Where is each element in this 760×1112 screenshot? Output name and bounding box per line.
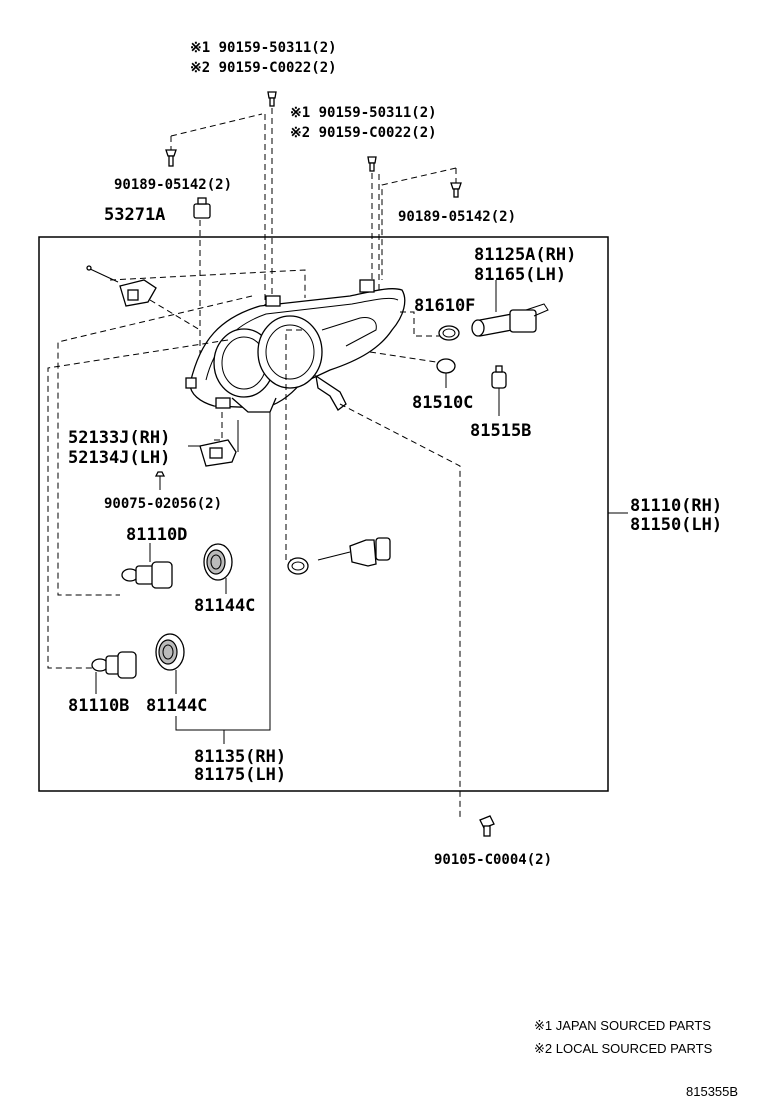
- label-53271a: 53271A: [104, 205, 165, 225]
- label-clip-right: 90189-05142(2): [398, 209, 516, 225]
- label-90075: 90075-02056(2): [104, 496, 222, 512]
- label-81144c-upper: 81144C: [194, 596, 255, 616]
- assembly-frame: [38, 236, 609, 792]
- part-81110b-bulb[interactable]: [91, 651, 137, 679]
- part-52133j-actuator[interactable]: [199, 439, 237, 467]
- side-bulb-socket[interactable]: [287, 537, 391, 575]
- label-81110: 81110(RH): [630, 496, 722, 516]
- label-81144c-lower: 81144C: [146, 696, 207, 716]
- part-81510c-bulb[interactable]: [436, 358, 456, 374]
- label-52133j: 52133J(RH): [68, 428, 170, 448]
- screw-top-right[interactable]: [367, 156, 377, 172]
- label-81150: 81150(LH): [630, 515, 722, 535]
- part-81144c-cap-lower[interactable]: [155, 633, 185, 671]
- label-90105: 90105-C0004(2): [434, 852, 552, 868]
- diagram-reference-code: 815355B: [686, 1084, 738, 1099]
- label-clip-left: 90189-05142(2): [114, 177, 232, 193]
- part-81144c-cap-upper[interactable]: [203, 543, 233, 581]
- label-81110b: 81110B: [68, 696, 129, 716]
- label-81135: 81135(RH): [194, 747, 286, 767]
- clip-left[interactable]: [165, 149, 177, 167]
- part-81515b-socket[interactable]: [491, 365, 507, 389]
- label-81125a: 81125A(RH): [474, 245, 576, 265]
- label-81110d: 81110D: [126, 525, 187, 545]
- note-japan-sourced: ※1 JAPAN SOURCED PARTS: [534, 1018, 711, 1033]
- part-81610f-bulb[interactable]: [438, 325, 460, 341]
- bracket-81135: [175, 412, 271, 731]
- part-81110d-bulb[interactable]: [121, 561, 173, 589]
- label-top2-line2: ※2 90159-C0022(2): [290, 125, 437, 141]
- label-52134j: 52134J(LH): [68, 448, 170, 468]
- label-top1-line2: ※2 90159-C0022(2): [190, 60, 337, 76]
- screw-top-left[interactable]: [267, 91, 277, 107]
- label-top2-line1: ※1 90159-50311(2): [290, 105, 437, 121]
- label-81515b: 81515B: [470, 421, 531, 441]
- headlamp-housing[interactable]: [185, 279, 406, 413]
- note-local-sourced: ※2 LOCAL SOURCED PARTS: [534, 1041, 713, 1056]
- side-bracket[interactable]: [86, 265, 157, 307]
- label-81175: 81175(LH): [194, 765, 286, 785]
- clip-right[interactable]: [450, 182, 462, 198]
- part-90075-screw[interactable]: [154, 471, 166, 490]
- label-81165: 81165(LH): [474, 265, 566, 285]
- part-53271a-bracket[interactable]: [193, 197, 211, 219]
- label-81610f: 81610F: [414, 296, 475, 316]
- part-81125a-socket[interactable]: [471, 303, 549, 337]
- part-90105-bolt[interactable]: [479, 815, 495, 837]
- label-top1-line1: ※1 90159-50311(2): [190, 40, 337, 56]
- label-81510c: 81510C: [412, 393, 473, 413]
